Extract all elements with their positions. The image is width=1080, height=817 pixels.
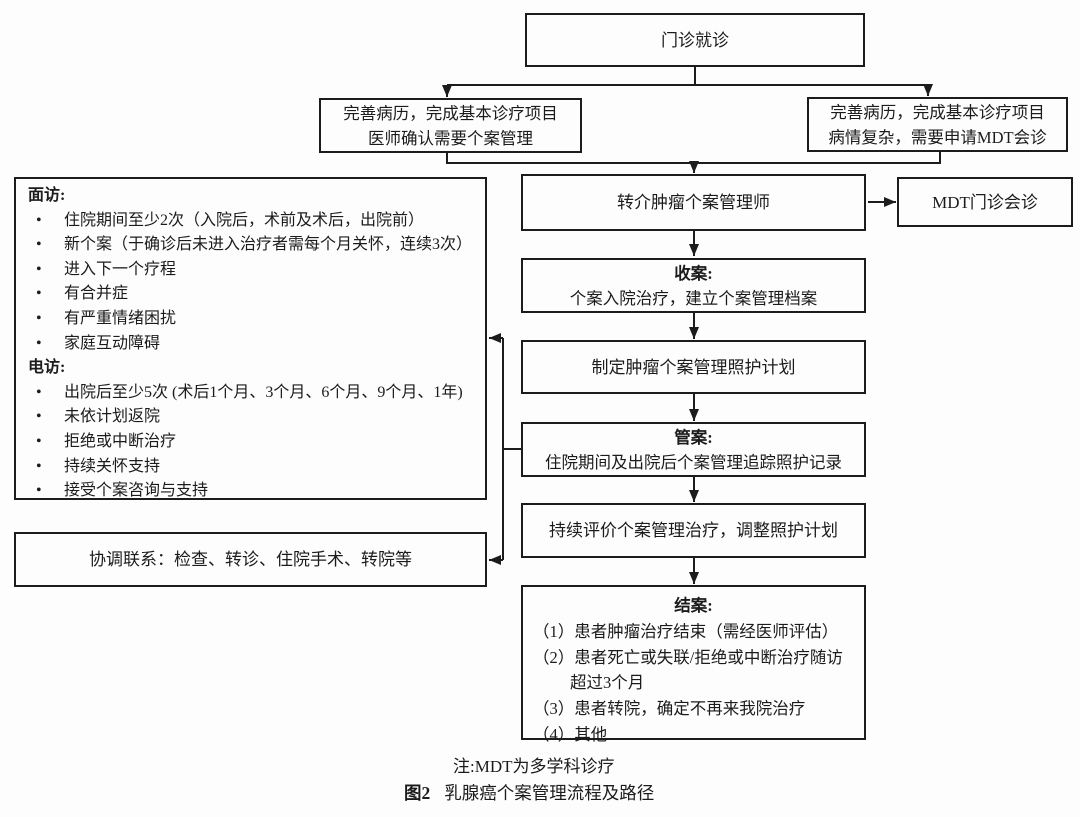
node-continuous-evaluation: 持续评价个案管理治疗，调整照护计划 bbox=[521, 503, 866, 558]
node-coordination: 协调联系：检查、转诊、住院手术、转院等 bbox=[14, 532, 487, 587]
closure-criteria-item: （4）其他 bbox=[533, 724, 608, 744]
node-referral-case-manager: 转介肿瘤个案管理师 bbox=[521, 174, 866, 231]
face-visit-item: 进入下一个疗程 bbox=[28, 258, 475, 283]
mdt-footnote: 注:MDT为多学科诊疗 bbox=[453, 757, 615, 776]
node-line: 住院期间及出院后个案管理追踪照护记录 bbox=[545, 452, 842, 472]
node-line: 完善病历，完成基本诊疗项目 bbox=[830, 102, 1045, 122]
node-label: 持续评价个案管理治疗，调整照护计划 bbox=[549, 521, 838, 540]
face-visit-item: 新个案（于确诊后未进入治疗者需每个月关怀，连续3次） bbox=[28, 233, 475, 258]
figure-caption: 图2 乳腺癌个案管理流程及路径 bbox=[404, 780, 654, 805]
face-visit-list: 住院期间至少2次（入院后，术前及术后，出院前）新个案（于确诊后未进入治疗者需每个… bbox=[28, 209, 475, 357]
phone-visit-item: 持续关怀支持 bbox=[28, 455, 475, 480]
face-visit-item: 有严重情绪困扰 bbox=[28, 307, 475, 332]
figure-caption-label: 图2 bbox=[404, 783, 431, 803]
phone-visit-item: 未依计划返院 bbox=[28, 405, 475, 430]
face-visit-item: 住院期间至少2次（入院后，术前及术后，出院前） bbox=[28, 209, 475, 234]
closure-criteria-list: （1）患者肿瘤治疗结束（需经医师评估） （2）患者死亡或失联/拒绝或中断治疗随访超… bbox=[533, 619, 854, 748]
node-label: 协调联系：检查、转诊、住院手术、转院等 bbox=[89, 550, 412, 569]
phone-visit-item: 拒绝或中断治疗 bbox=[28, 430, 475, 455]
node-line: 完善病历，完成基本诊疗项目 bbox=[343, 103, 558, 123]
node-case-closure: 结案: （1）患者肿瘤治疗结束（需经医师评估） （2）患者死亡或失联/拒绝或中断治… bbox=[521, 585, 866, 744]
node-line: 医师确认需要个案管理 bbox=[368, 128, 533, 148]
node-label: 转介肿瘤个案管理师 bbox=[617, 193, 770, 212]
node-title: 结案: bbox=[674, 596, 713, 615]
phone-visit-title: 电访: bbox=[28, 359, 66, 377]
node-label: MDT门诊会诊 bbox=[932, 192, 1038, 212]
phone-visit-item: 接受个案咨询与支持 bbox=[28, 479, 475, 504]
figure-caption-text: 乳腺癌个案管理流程及路径 bbox=[444, 783, 655, 803]
node-label: 制定肿瘤个案管理照护计划 bbox=[591, 357, 796, 377]
node-mdt-clinic-consult: MDT门诊会诊 bbox=[897, 177, 1073, 227]
node-case-intake: 收案: 个案入院治疗，建立个案管理档案 bbox=[521, 258, 866, 313]
closure-criteria-item: （2）患者死亡或失联/拒绝或中断治疗随访超过3个月 bbox=[533, 647, 843, 693]
closure-criteria-item: （1）患者肿瘤治疗结束（需经医师评估） bbox=[533, 621, 839, 641]
node-title: 收案: bbox=[674, 263, 713, 283]
node-prep-mdt-request: 完善病历，完成基本诊疗项目 病情复杂，需要申请MDT会诊 bbox=[807, 97, 1068, 152]
node-visit-triggers: 面访: 住院期间至少2次（入院后，术前及术后，出院前）新个案（于确诊后未进入治疗… bbox=[14, 177, 487, 503]
node-outpatient-visit: 门诊就诊 bbox=[525, 13, 865, 67]
node-line: 个案入院治疗，建立个案管理档案 bbox=[569, 288, 818, 308]
node-label: 门诊就诊 bbox=[661, 30, 729, 50]
node-prep-case-management: 完善病历，完成基本诊疗项目 医师确认需要个案管理 bbox=[319, 98, 582, 153]
node-line: 病情复杂，需要申请MDT会诊 bbox=[828, 127, 1047, 147]
node-case-managing: 管案: 住院期间及出院后个案管理追踪照护记录 bbox=[521, 422, 866, 477]
face-visit-item: 有合并症 bbox=[28, 282, 475, 307]
face-visit-title: 面访: bbox=[28, 187, 66, 204]
phone-visit-list: 出院后至少5次 (术后1个月、3个月、6个月、9个月、1年)未依计划返院拒绝或中… bbox=[28, 381, 475, 504]
phone-visit-item: 出院后至少5次 (术后1个月、3个月、6个月、9个月、1年) bbox=[28, 381, 475, 406]
face-visit-item: 家庭互动障碍 bbox=[28, 332, 475, 357]
node-title: 管案: bbox=[674, 427, 713, 447]
closure-criteria-item: （3）患者转院，确定不再来我院治疗 bbox=[533, 699, 806, 719]
node-care-plan: 制定肿瘤个案管理照护计划 bbox=[521, 340, 866, 394]
